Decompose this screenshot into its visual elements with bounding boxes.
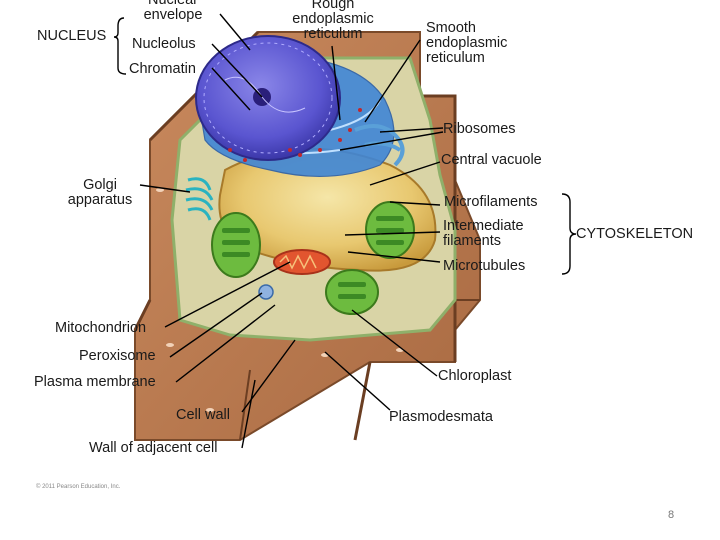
label-intermediate-filaments: Intermediate filaments	[443, 218, 524, 249]
label-cytoskeleton: CYTOSKELETON	[576, 226, 694, 242]
label-wall-adjacent-cell: Wall of adjacent cell	[89, 440, 218, 456]
label-nucleus: NUCLEUS	[37, 28, 107, 44]
label-ribosomes: Ribosomes	[443, 121, 516, 137]
leader-lines	[113, 13, 577, 449]
label-smooth-er: Smooth endoplasmic reticulum	[426, 20, 508, 66]
smooth-er-shape	[354, 124, 405, 167]
label-central-vacuole: Central vacuole	[441, 152, 542, 168]
label-chromatin: Chromatin	[129, 61, 196, 77]
chloroplast-shapes	[211, 201, 415, 315]
label-microfilaments: Microfilaments	[444, 194, 538, 210]
label-nuclear-envelope: Nuclear envelope	[143, 0, 203, 23]
page-number: 8	[668, 509, 675, 521]
mitochondrion-shape	[273, 249, 331, 275]
label-peroxisome: Peroxisome	[79, 348, 156, 364]
label-microtubules: Microtubules	[443, 258, 526, 274]
copyright-text: © 2011 Pearson Education, Inc.	[36, 484, 121, 490]
ribosome-dots	[228, 108, 362, 162]
peroxisome-shape	[258, 284, 274, 300]
label-plasma-membrane: Plasma membrane	[34, 374, 156, 390]
label-chloroplast: Chloroplast	[438, 368, 512, 384]
label-golgi: Golgi apparatus	[67, 177, 133, 208]
label-mitochondrion: Mitochondrion	[55, 320, 147, 336]
golgi-shape	[185, 177, 214, 221]
label-cell-wall: Cell wall	[176, 407, 230, 423]
label-plasmodesmata: Plasmodesmata	[389, 409, 493, 425]
nucleus-shape	[195, 35, 341, 161]
label-rough-er: Rough endoplasmic reticulum	[292, 0, 374, 42]
label-nucleolus: Nucleolus	[132, 36, 196, 52]
